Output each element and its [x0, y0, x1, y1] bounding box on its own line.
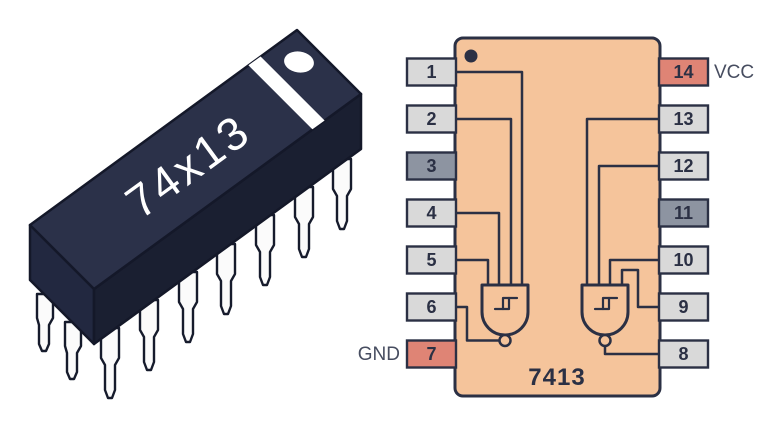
chip-pin — [35, 292, 55, 353]
wire-pin4-gate1 — [453, 211, 501, 287]
gate1-output-bubble — [498, 333, 512, 348]
wire-gate1-pin6 — [453, 305, 501, 342]
pin-box-7 — [405, 339, 458, 369]
pin-box-6 — [405, 292, 458, 322]
pin-number-5: 5 — [426, 250, 436, 270]
pin-number-8: 8 — [678, 344, 688, 364]
part-number-label: 7413 — [528, 364, 585, 391]
chip-pin — [138, 298, 160, 372]
pin-number-6: 6 — [426, 297, 436, 317]
pin-box-5 — [405, 245, 458, 275]
gnd-label: GND — [358, 344, 400, 365]
wire-gate2-pin8 — [603, 344, 662, 356]
wire-pin12-gate2 — [597, 164, 662, 287]
pin-number-10: 10 — [673, 250, 693, 270]
wire-pin13-gate2 — [585, 117, 662, 287]
index-stripe — [248, 56, 325, 130]
chip-pin — [99, 326, 121, 400]
chip-pin — [215, 242, 237, 316]
pin-number-7: 7 — [426, 344, 436, 364]
pin1-indicator-dot — [464, 49, 478, 63]
pin-box-9 — [657, 292, 710, 322]
pin-box-2 — [405, 104, 458, 134]
pin-box-12 — [657, 151, 710, 181]
wire-pin1-gate1 — [453, 70, 524, 287]
pin-box-11 — [657, 198, 710, 228]
pin-box-4 — [405, 198, 458, 228]
chip-pin — [331, 157, 353, 231]
chip-pin — [254, 213, 276, 287]
pin-number-9: 9 — [678, 297, 688, 317]
gate1-schmitt-symbol — [501, 296, 519, 311]
pin-box-10 — [657, 245, 710, 275]
pin-number-1: 1 — [426, 62, 436, 82]
wire-pin9-gate2 — [620, 268, 662, 309]
chip-pin — [63, 320, 83, 381]
pin-box-14 — [657, 57, 710, 87]
pin-box-13 — [657, 104, 710, 134]
pin-number-11: 11 — [674, 203, 693, 223]
pin-number-12: 12 — [673, 156, 693, 176]
pin-number-14: 14 — [673, 62, 693, 82]
chip-pin — [177, 270, 199, 344]
pin-box-8 — [657, 339, 710, 369]
wire-pin5-gate1 — [453, 258, 490, 287]
chip-pin — [293, 185, 315, 259]
gate1-schmitt-symbol — [493, 296, 511, 311]
pin-box-3 — [405, 151, 458, 181]
gate2-output-bubble — [598, 333, 612, 348]
wire-pin2-gate1 — [453, 117, 513, 287]
pin-number-2: 2 — [426, 109, 436, 129]
pin-box-1 — [405, 57, 458, 87]
dip-package-3d: 74x13 — [28, 28, 363, 400]
pin-number-3: 3 — [426, 156, 436, 176]
wire-pin10-gate2 — [608, 258, 662, 287]
pin-number-13: 13 — [673, 109, 693, 129]
pin-number-4: 4 — [426, 203, 436, 223]
index-hole — [284, 51, 314, 73]
gate2-schmitt-symbol — [593, 296, 611, 311]
gate2-schmitt-symbol — [601, 296, 619, 311]
ic-body — [453, 36, 662, 398]
vcc-label: VCC — [714, 62, 754, 83]
pinout-diagram: 1 2 3 4 5 6 7 14 13 12 11 10 9 8 GND VCC… — [358, 36, 754, 398]
